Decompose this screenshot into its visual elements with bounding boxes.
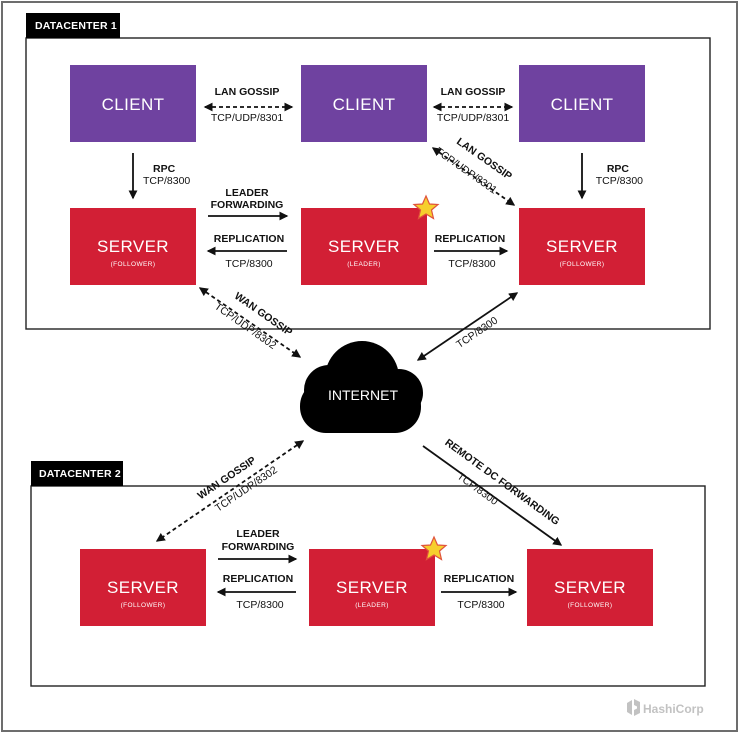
follower-label: (FOLLOWER): [121, 602, 166, 609]
forwarding-label: FORWARDING: [211, 199, 284, 211]
replication-label: REPLICATION: [223, 573, 293, 585]
dc2-server-follower-left: SERVER (FOLLOWER): [80, 549, 206, 626]
leader-label: (LEADER): [355, 602, 389, 609]
lan-gossip-port-label: TCP/UDP/8301: [437, 112, 510, 124]
remote-dc-forwarding-arrow: [422, 445, 563, 546]
replication-label: REPLICATION: [435, 233, 505, 245]
wan-gossip-arrow-dc2: [155, 440, 305, 542]
leader-label-line1: LEADER: [225, 187, 269, 199]
lan-gossip-arrow-diagonal: [431, 147, 516, 206]
wan-gossip-arrow-dc1: [198, 287, 302, 358]
datacenter-2-box: [30, 485, 706, 687]
follower-label: (FOLLOWER): [111, 261, 156, 268]
datacenter-2-label: DATACENTER 2: [39, 468, 121, 480]
server-label: SERVER: [336, 578, 408, 597]
hashicorp-brand-text: HashiCorp: [643, 702, 704, 716]
leader-star-icon: [420, 535, 448, 561]
internet-dc1-arrow: [416, 292, 519, 361]
rpc-port-label: TCP/8300: [143, 175, 190, 187]
hashicorp-logo: HashiCorp: [627, 699, 704, 716]
client-label: CLIENT: [102, 95, 165, 114]
datacenter-1-tab: [26, 13, 120, 38]
dc2-server-leader: SERVER (LEADER): [309, 549, 435, 626]
dc1-server-follower-left: SERVER (FOLLOWER): [70, 208, 196, 285]
dc1-client-left: CLIENT: [70, 65, 196, 142]
datacenter-1-box: [25, 37, 711, 330]
lan-gossip-port-label: TCP/UDP/8301: [211, 112, 284, 124]
dc1-server-follower-right: SERVER (FOLLOWER): [519, 208, 645, 285]
server-label: SERVER: [546, 237, 618, 256]
rpc-port-label: TCP/8300: [596, 175, 643, 187]
dc2-server-follower-right: SERVER (FOLLOWER): [527, 549, 653, 626]
lan-gossip-label: LAN GOSSIP: [215, 86, 280, 98]
hashicorp-logo-icon: [627, 699, 640, 716]
datacenter-2-tab: [31, 461, 123, 486]
internet-label: INTERNET: [328, 387, 398, 403]
server-label: SERVER: [328, 237, 400, 256]
internet-cloud: INTERNET: [300, 341, 423, 433]
replication-port-label: TCP/8300: [236, 599, 283, 611]
server-label: SERVER: [107, 578, 179, 597]
dc1-server-leader: SERVER (LEADER): [301, 208, 427, 285]
leader-label: (LEADER): [347, 261, 381, 268]
rpc-label: RPC: [153, 163, 176, 175]
replication-label: REPLICATION: [214, 233, 284, 245]
forwarding-label: FORWARDING: [222, 541, 295, 553]
server-label: SERVER: [554, 578, 626, 597]
follower-label: (FOLLOWER): [560, 261, 605, 268]
follower-label: (FOLLOWER): [568, 602, 613, 609]
rpc-label: RPC: [607, 163, 630, 175]
lan-gossip-label: LAN GOSSIP: [441, 86, 506, 98]
dc1-client-middle: CLIENT: [301, 65, 427, 142]
server-label: SERVER: [97, 237, 169, 256]
dc1-client-right: CLIENT: [519, 65, 645, 142]
client-label: CLIENT: [551, 95, 614, 114]
replication-port-label: TCP/8300: [225, 258, 272, 270]
replication-label: REPLICATION: [444, 573, 514, 585]
leader-label-line1: LEADER: [236, 528, 280, 540]
replication-port-label: TCP/8300: [448, 258, 495, 270]
replication-port-label: TCP/8300: [457, 599, 504, 611]
client-label: CLIENT: [333, 95, 396, 114]
datacenter-1-label: DATACENTER 1: [35, 20, 117, 32]
